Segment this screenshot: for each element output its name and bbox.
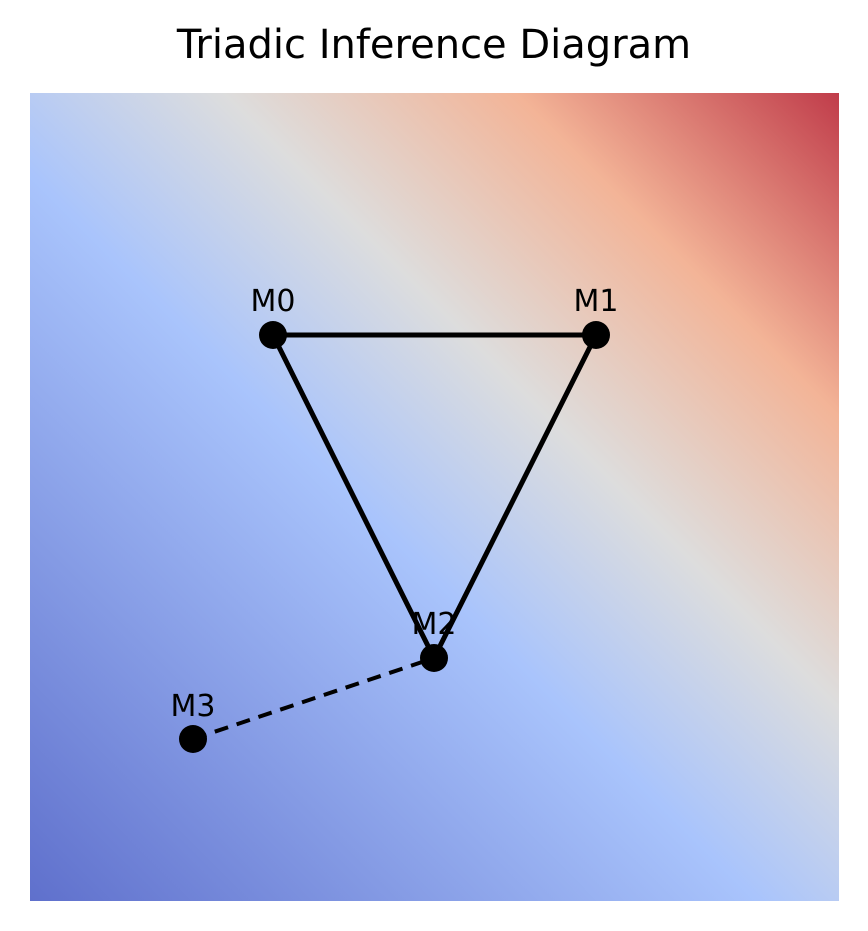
edge-m2-m0 — [270, 332, 437, 661]
node-m2-marker — [420, 644, 448, 672]
node-m1[interactable]: M1 — [574, 284, 619, 349]
node-m3-marker — [179, 725, 207, 753]
node-m3-label: M3 — [171, 689, 216, 724]
node-m0[interactable]: M0 — [251, 284, 296, 349]
edge-layer — [192, 332, 599, 741]
node-m1-label: M1 — [574, 284, 619, 319]
node-m0-label: M0 — [251, 284, 296, 319]
node-layer: M0 M1 M2 M3 — [171, 284, 619, 753]
node-m0-marker — [259, 321, 287, 349]
diagram-title: Triadic Inference Diagram — [176, 22, 692, 68]
node-m1-marker — [582, 321, 610, 349]
node-m3[interactable]: M3 — [171, 689, 216, 753]
node-m2-label: M2 — [412, 607, 457, 642]
node-m2[interactable]: M2 — [412, 607, 457, 672]
edge-m1-m2 — [431, 332, 599, 661]
heatmap-background — [30, 93, 839, 901]
edge-m3-m2-dashed — [192, 656, 435, 741]
